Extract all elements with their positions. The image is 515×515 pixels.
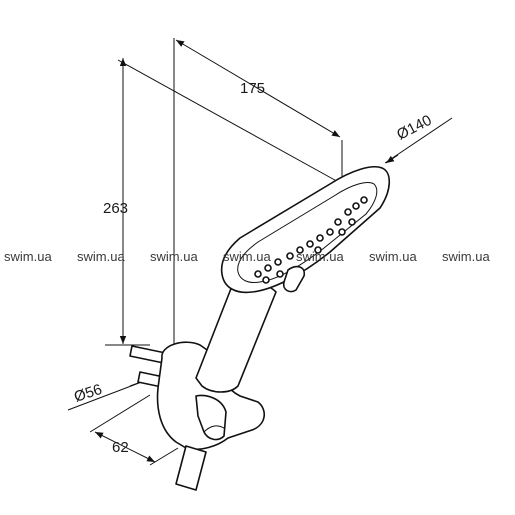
dimension-label-56: Ø56 <box>72 381 104 406</box>
shower-head-face <box>237 182 378 283</box>
dimension-head-diameter: Ø140 <box>384 112 453 164</box>
watermark-text: swim.ua <box>77 249 125 264</box>
watermark-text: swim.ua <box>442 249 490 264</box>
wall-holder <box>129 341 265 491</box>
spray-nozzles <box>254 196 368 284</box>
extension-line-top <box>117 59 343 185</box>
leader-line-140 <box>384 117 453 164</box>
shower-head-shell <box>220 166 391 294</box>
spray-selector <box>282 265 306 293</box>
extension-line-62b <box>149 447 179 466</box>
dimension-line-62 <box>94 431 156 463</box>
hose <box>175 445 207 491</box>
extension-line-62a <box>89 394 151 433</box>
dimension-263: 263 <box>103 58 343 346</box>
watermark-text: swim.ua <box>369 249 417 264</box>
shower-handle <box>195 281 277 393</box>
watermark-text: swim.ua <box>150 249 198 264</box>
dimension-62: 62 <box>89 394 179 466</box>
watermark-text: swim.ua <box>4 249 52 264</box>
watermark-text: swim.ua <box>223 249 271 264</box>
hand-shower <box>195 166 391 393</box>
watermark-text: swim.ua <box>296 249 344 264</box>
holder-cradle <box>195 394 227 441</box>
dimension-line-175 <box>175 39 341 138</box>
dimension-label-175: 175 <box>240 80 265 97</box>
dimension-label-62: 62 <box>112 439 129 456</box>
dimension-label-140: Ø140 <box>394 112 434 144</box>
holder-body <box>156 341 265 451</box>
dimension-175: 175 <box>173 38 343 350</box>
watermark-row: swim.ua swim.ua swim.ua swim.ua swim.ua swim.… <box>4 249 490 264</box>
dimension-label-263: 263 <box>103 200 128 217</box>
